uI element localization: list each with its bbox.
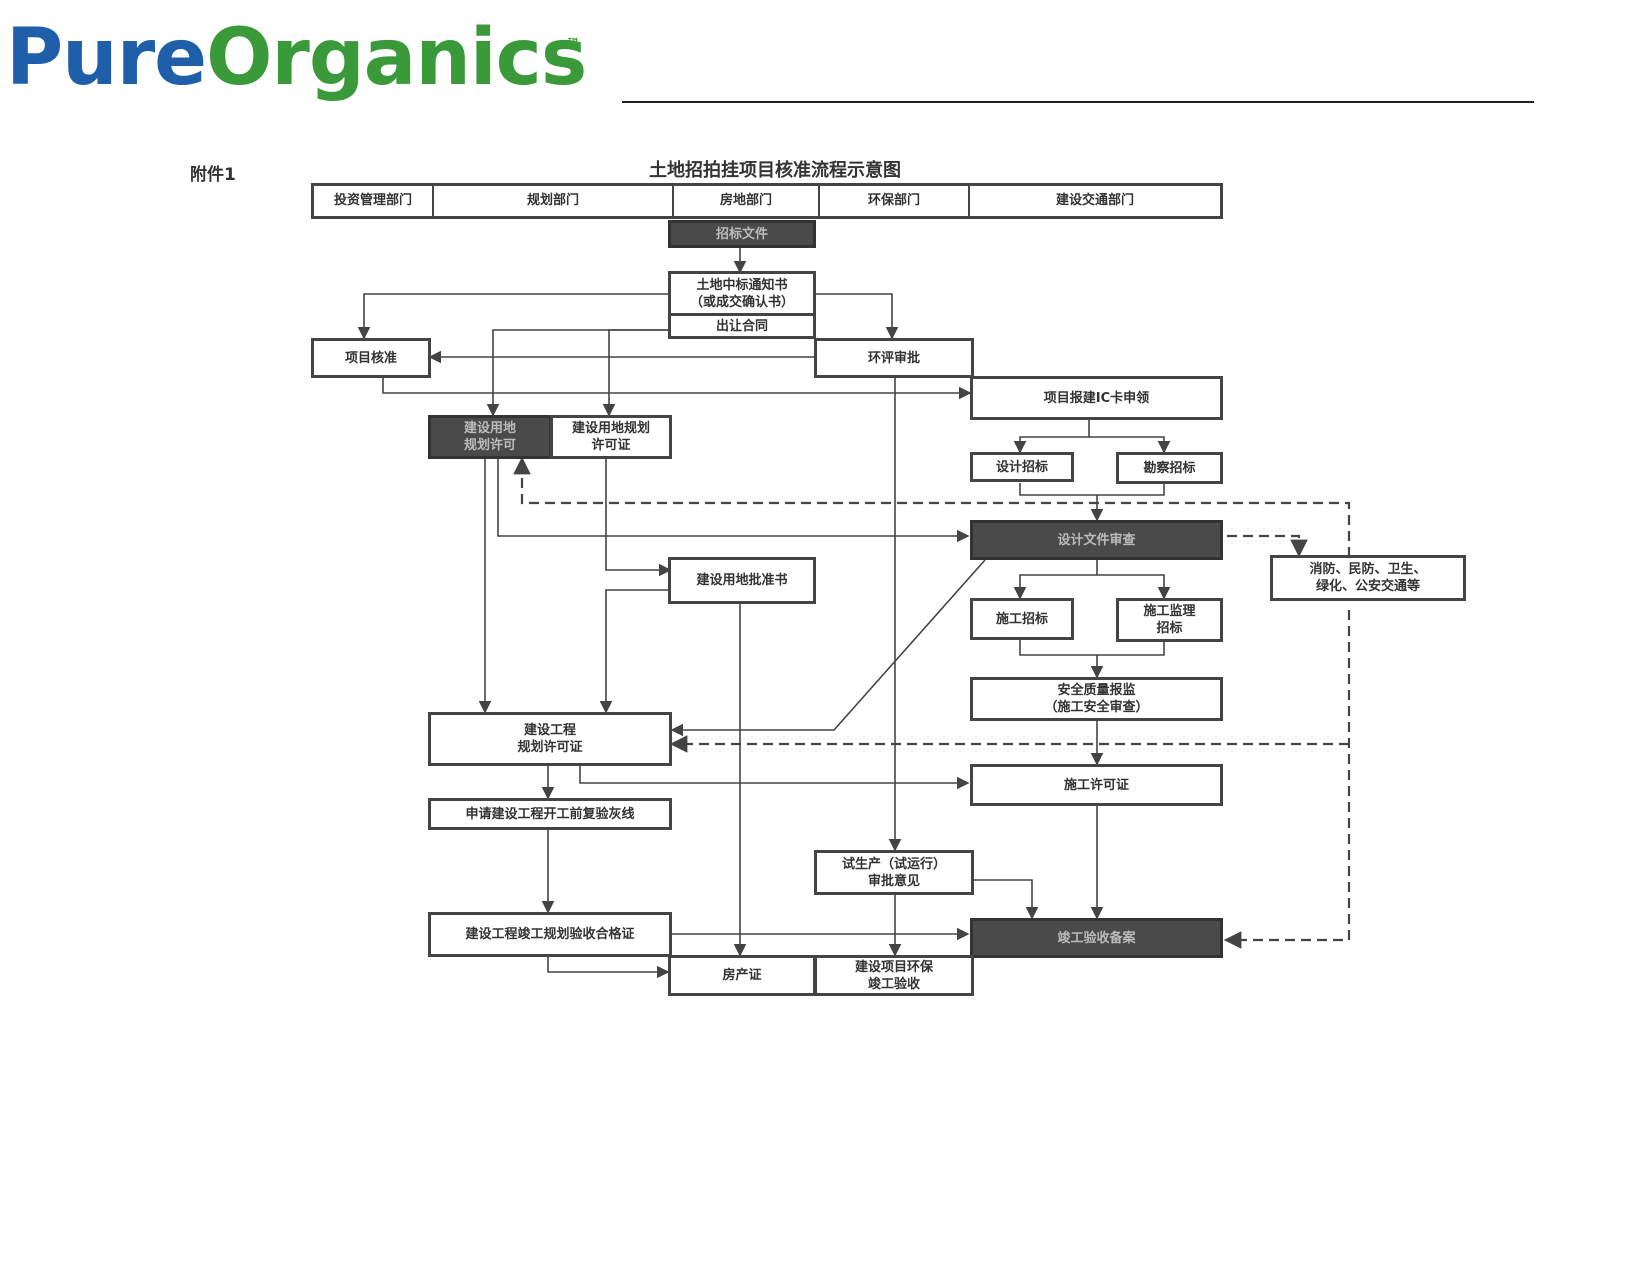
node-completion-cert: 建设工程竣工规划验收合格证 — [428, 912, 672, 957]
dept-construction-transport: 建设交通部门 — [1055, 193, 1134, 208]
node-safety-quality: 安全质量报监 （施工安全审查） — [970, 677, 1223, 721]
diagram-title: 土地招拍挂项目核准流程示意图 — [649, 160, 901, 181]
node-fire-etc: 消防、民防、卫生、 绿化、公安交通等 — [1270, 555, 1466, 601]
node-supervision-bid: 施工监理 招标 — [1116, 598, 1223, 642]
node-transfer-contract: 出让合同 — [668, 313, 816, 339]
node-land-plan-left: 建设用地 规划许可 — [428, 415, 552, 459]
node-design-review: 设计文件审查 — [970, 520, 1223, 560]
node-project-approval: 项目核准 — [311, 338, 431, 378]
dept-environment: 环保部门 — [820, 186, 970, 216]
node-property-cert: 房产证 — [668, 955, 816, 996]
node-line-check: 申请建设工程开工前复验灰线 — [428, 798, 672, 830]
dept-planning: 规划部门 — [434, 186, 674, 216]
node-land-approval: 建设用地批准书 — [668, 557, 816, 604]
logo-wordmark: PureOrganics — [6, 13, 587, 103]
node-project-plan-permit: 建设工程 规划许可证 — [428, 712, 672, 766]
node-design-bid: 设计招标 — [970, 452, 1074, 482]
node-trial-production: 试生产（试运行） 审批意见 — [814, 850, 974, 895]
node-survey-bid: 勘察招标 — [1116, 452, 1223, 484]
node-win-notice: 土地中标通知书 （或成交确认书） — [668, 271, 816, 316]
brand-logo: PureOrganics ™ — [6, 8, 606, 108]
dept-real-estate: 房地部门 — [674, 186, 820, 216]
node-tender-docs: 招标文件 — [668, 220, 816, 248]
node-land-plan-permit: 建设用地规划 许可证 — [550, 415, 672, 459]
header-divider — [622, 101, 1534, 103]
dept-investment: 投资管理部门 — [314, 186, 434, 216]
node-construction-permit: 施工许可证 — [970, 764, 1223, 806]
node-eia-approval: 环评审批 — [814, 338, 974, 378]
node-construction-bid: 施工招标 — [970, 598, 1074, 640]
node-ic-card: 项目报建IC卡申领 — [970, 376, 1223, 420]
department-header-row: 投资管理部门 规划部门 房地部门 环保部门 建设交通部门 — [311, 183, 1223, 219]
node-env-completion: 建设项目环保 竣工验收 — [814, 955, 974, 996]
node-completion-filing: 竣工验收备案 — [970, 918, 1223, 958]
trademark-symbol: ™ — [566, 36, 580, 52]
annex-label: 附件1 — [190, 165, 236, 185]
